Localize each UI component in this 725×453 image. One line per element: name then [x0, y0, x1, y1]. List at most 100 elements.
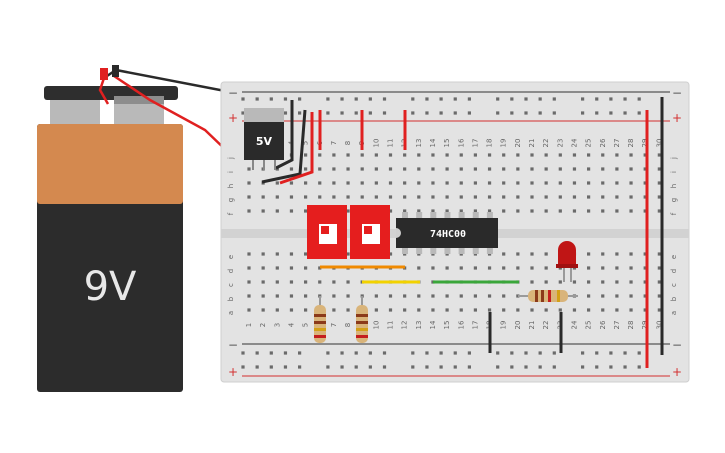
- rail-hole[interactable]: [609, 97, 613, 101]
- rail-hole[interactable]: [552, 351, 556, 355]
- breadboard-hole[interactable]: [304, 195, 308, 199]
- breadboard-hole[interactable]: [403, 209, 407, 213]
- breadboard-hole[interactable]: [289, 252, 294, 256]
- rail-hole[interactable]: [354, 97, 358, 101]
- rail-hole[interactable]: [524, 111, 528, 115]
- breadboard-hole[interactable]: [445, 181, 449, 185]
- breadboard-hole[interactable]: [487, 266, 492, 270]
- breadboard-hole[interactable]: [388, 153, 393, 157]
- rail-hole[interactable]: [269, 351, 273, 355]
- breadboard-hole[interactable]: [459, 167, 463, 171]
- breadboard-hole[interactable]: [473, 308, 477, 312]
- breadboard-hole[interactable]: [445, 308, 449, 312]
- breadboard-hole[interactable]: [544, 153, 548, 157]
- breadboard-hole[interactable]: [643, 252, 647, 256]
- rail-hole[interactable]: [241, 365, 245, 369]
- breadboard-hole[interactable]: [403, 294, 407, 298]
- rail-hole[interactable]: [382, 351, 387, 355]
- breadboard-hole[interactable]: [403, 195, 407, 199]
- breadboard-hole[interactable]: [360, 195, 364, 199]
- breadboard-hole[interactable]: [417, 195, 421, 199]
- breadboard-hole[interactable]: [247, 280, 251, 284]
- breadboard-hole[interactable]: [629, 252, 633, 256]
- breadboard-hole[interactable]: [374, 181, 378, 185]
- breadboard-hole[interactable]: [629, 153, 633, 157]
- rail-hole[interactable]: [538, 111, 542, 115]
- breadboard-hole[interactable]: [431, 209, 435, 213]
- breadboard-hole[interactable]: [360, 181, 364, 185]
- rail-hole[interactable]: [510, 351, 514, 355]
- breadboard-hole[interactable]: [587, 209, 591, 213]
- rail-hole[interactable]: [255, 351, 259, 355]
- breadboard-hole[interactable]: [502, 167, 506, 171]
- breadboard-hole[interactable]: [445, 266, 449, 270]
- breadboard-hole[interactable]: [657, 294, 661, 298]
- breadboard-hole[interactable]: [289, 167, 294, 171]
- breadboard-hole[interactable]: [431, 167, 435, 171]
- breadboard-hole[interactable]: [332, 308, 336, 312]
- rail-hole[interactable]: [411, 97, 415, 101]
- breadboard-hole[interactable]: [388, 195, 393, 199]
- breadboard-hole[interactable]: [487, 181, 492, 185]
- breadboard-hole[interactable]: [304, 181, 308, 185]
- breadboard-hole[interactable]: [289, 209, 294, 213]
- rail-hole[interactable]: [623, 351, 627, 355]
- breadboard-hole[interactable]: [318, 280, 322, 284]
- breadboard-hole[interactable]: [247, 167, 251, 171]
- breadboard-hole[interactable]: [657, 195, 661, 199]
- breadboard-hole[interactable]: [587, 308, 591, 312]
- rail-hole[interactable]: [552, 111, 556, 115]
- breadboard-hole[interactable]: [459, 195, 463, 199]
- breadboard-hole[interactable]: [558, 195, 562, 199]
- pulldown-resistor-1[interactable]: [314, 296, 326, 343]
- breadboard-hole[interactable]: [473, 167, 477, 171]
- breadboard-hole[interactable]: [516, 294, 520, 298]
- breadboard-hole[interactable]: [587, 167, 591, 171]
- dip-switch-2[interactable]: [350, 205, 390, 259]
- breadboard-hole[interactable]: [657, 181, 661, 185]
- breadboard-hole[interactable]: [318, 153, 322, 157]
- breadboard-hole[interactable]: [657, 167, 661, 171]
- breadboard-hole[interactable]: [657, 266, 661, 270]
- red-led[interactable]: [556, 241, 578, 282]
- breadboard-hole[interactable]: [643, 195, 647, 199]
- breadboard-hole[interactable]: [332, 294, 336, 298]
- breadboard-hole[interactable]: [657, 209, 661, 213]
- breadboard-hole[interactable]: [502, 153, 506, 157]
- rail-hole[interactable]: [283, 351, 288, 355]
- breadboard-hole[interactable]: [516, 308, 520, 312]
- rail-hole[interactable]: [382, 97, 387, 101]
- rail-hole[interactable]: [425, 111, 429, 115]
- breadboard-hole[interactable]: [643, 167, 647, 171]
- breadboard-hole[interactable]: [615, 252, 619, 256]
- breadboard-hole[interactable]: [615, 266, 619, 270]
- breadboard-hole[interactable]: [275, 252, 279, 256]
- breadboard-hole[interactable]: [615, 195, 619, 199]
- breadboard-hole[interactable]: [431, 181, 435, 185]
- rail-hole[interactable]: [368, 365, 372, 369]
- rail-hole[interactable]: [425, 351, 429, 355]
- breadboard-hole[interactable]: [615, 308, 619, 312]
- breadboard-hole[interactable]: [601, 209, 605, 213]
- breadboard-hole[interactable]: [587, 280, 591, 284]
- breadboard-hole[interactable]: [530, 153, 534, 157]
- breadboard-hole[interactable]: [459, 181, 463, 185]
- rail-hole[interactable]: [340, 365, 344, 369]
- breadboard-hole[interactable]: [601, 294, 605, 298]
- rail-hole[interactable]: [326, 111, 330, 115]
- breadboard-hole[interactable]: [289, 181, 294, 185]
- rail-hole[interactable]: [340, 351, 344, 355]
- breadboard-hole[interactable]: [247, 181, 251, 185]
- rail-hole[interactable]: [241, 111, 245, 115]
- breadboard-hole[interactable]: [629, 195, 633, 199]
- rail-hole[interactable]: [340, 97, 344, 101]
- rail-hole[interactable]: [595, 97, 599, 101]
- breadboard-hole[interactable]: [275, 209, 279, 213]
- breadboard-hole[interactable]: [558, 308, 562, 312]
- breadboard-hole[interactable]: [332, 167, 336, 171]
- breadboard-hole[interactable]: [657, 280, 661, 284]
- breadboard-hole[interactable]: [601, 308, 605, 312]
- breadboard-hole[interactable]: [629, 209, 633, 213]
- breadboard-hole[interactable]: [558, 153, 562, 157]
- breadboard-hole[interactable]: [530, 266, 534, 270]
